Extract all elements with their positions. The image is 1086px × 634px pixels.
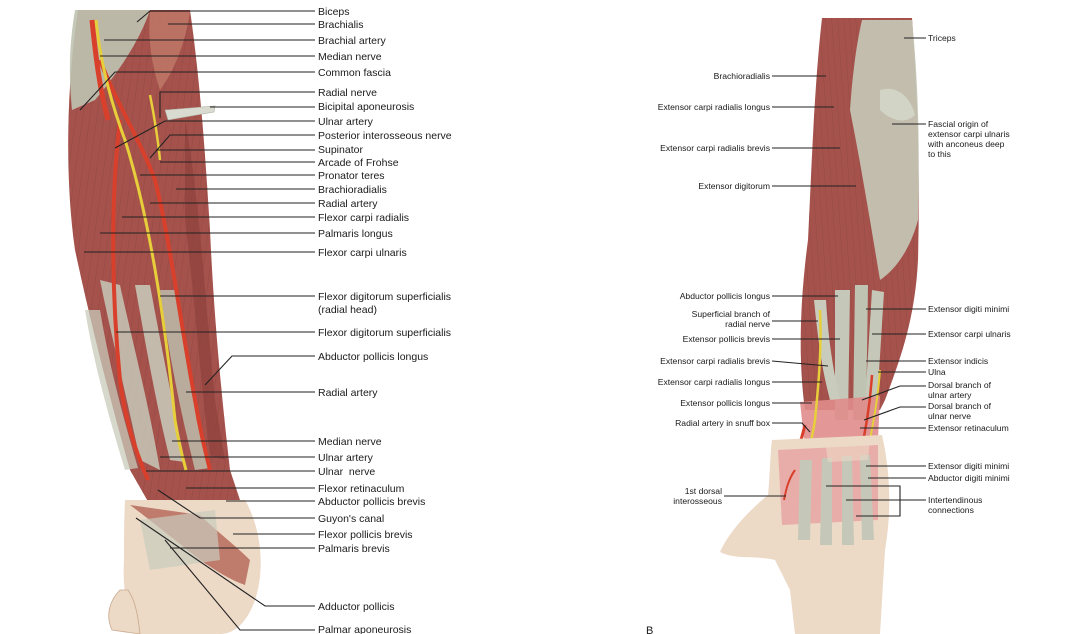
label-extensor-retinaculum: Extensor retinaculum (928, 423, 1009, 433)
label-palmaris-brevis: Palmaris brevis (318, 543, 390, 555)
label-radial-artery-distal: Radial artery (318, 387, 378, 399)
panel-b-labels: Triceps Brachioradialis Extensor carpi r… (646, 33, 1011, 634)
label-guyons-canal: Guyon's canal (318, 513, 384, 525)
label-ecrb-distal: Extensor carpi radialis brevis (660, 356, 770, 366)
panel-a-labels: Biceps Brachialis Brachial artery Median… (318, 6, 452, 634)
label-adductor-pollicis: Adductor pollicis (318, 601, 394, 613)
panel-b-illustration (720, 18, 919, 634)
label-superficial-radial-2: radial nerve (725, 319, 770, 329)
fascial-origin-region (850, 20, 919, 280)
label-flexor-retinaculum: Flexor retinaculum (318, 483, 405, 495)
label-ulnar-artery: Ulnar artery (318, 116, 374, 128)
label-ecu: Extensor carpi ulnaris (928, 329, 1011, 339)
label-common-fascia: Common fascia (318, 67, 391, 79)
radial-artery-a (98, 59, 212, 471)
label-superficial-radial-1: Superficial branch of (692, 309, 771, 319)
label-epl: Extensor pollicis longus (680, 398, 770, 408)
label-ulnar-artery-distal: Ulnar artery (318, 452, 374, 464)
label-brachioradialis: Brachioradialis (318, 184, 387, 196)
label-abductor-pollicis-longus: Abductor pollicis longus (318, 351, 428, 363)
label-dorsal-ulnar-artery-2: ulnar artery (928, 390, 972, 400)
label-dorsal-ulnar-nerve-1: Dorsal branch of (928, 401, 992, 411)
label-fds: Flexor digitorum superficialis (318, 327, 451, 339)
label-abductor-digiti-minimi: Abductor digiti minimi (928, 473, 1010, 483)
label-radial-artery: Radial artery (318, 198, 378, 210)
label-brachioradialis-b: Brachioradialis (714, 71, 770, 81)
label-extensor-digitorum: Extensor digitorum (698, 181, 770, 191)
label-ecrl-distal: Extensor carpi radialis longus (658, 377, 770, 387)
label-extensor-indicis: Extensor indicis (928, 356, 988, 366)
label-radial-artery-snuffbox: Radial artery in snuff box (675, 418, 771, 428)
label-edm-distal: Extensor digiti minimi (928, 461, 1009, 471)
label-palmar-aponeurosis: Palmar aponeurosis (318, 624, 411, 634)
label-supinator: Supinator (318, 144, 363, 156)
biceps-tendon-region (69, 10, 150, 110)
label-abductor-pollicis-brevis: Abductor pollicis brevis (318, 496, 425, 508)
label-bicipital-aponeurosis: Bicipital aponeurosis (318, 101, 414, 113)
label-radial-nerve: Radial nerve (318, 87, 377, 99)
label-apl-b: Abductor pollicis longus (680, 291, 770, 301)
panel-a-leaders (79, 10, 315, 631)
label-flexor-pollicis-brevis: Flexor pollicis brevis (318, 529, 413, 541)
label-ulna: Ulna (928, 367, 946, 377)
label-pronator-teres: Pronator teres (318, 170, 385, 182)
label-median-nerve: Median nerve (318, 51, 382, 63)
label-triceps: Triceps (928, 33, 956, 43)
label-fascial-origin-2: extensor carpi ulnaris (928, 129, 1010, 139)
label-flexor-carpi-ulnaris: Flexor carpi ulnaris (318, 247, 407, 259)
label-intertendinous-2: connections (928, 505, 974, 515)
label-first-dorsal-interosseous-1: 1st dorsal (685, 486, 722, 496)
label-epb: Extensor pollicis brevis (683, 334, 770, 344)
label-fascial-origin-1: Fascial origin of (928, 119, 989, 129)
label-biceps: Biceps (318, 6, 350, 18)
label-median-nerve-distal: Median nerve (318, 436, 382, 448)
label-brachial-artery: Brachial artery (318, 35, 386, 47)
label-dorsal-ulnar-artery-1: Dorsal branch of (928, 380, 992, 390)
label-fds-radial-head-note: (radial head) (318, 304, 377, 316)
label-posterior-interosseous-nerve: Posterior interosseous nerve (318, 130, 452, 142)
label-ecrb: Extensor carpi radialis brevis (660, 143, 770, 153)
label-arcade-of-frohse: Arcade of Frohse (318, 157, 399, 169)
label-first-dorsal-interosseous-2: interosseous (673, 496, 722, 506)
label-fascial-origin-4: to this (928, 149, 951, 159)
label-ecrl: Extensor carpi radialis longus (658, 102, 770, 112)
label-palmaris-longus: Palmaris longus (318, 228, 393, 240)
ulnar-artery-a (111, 119, 150, 481)
label-fds-radial-head: Flexor digitorum superficialis (318, 291, 451, 303)
panel-b-leaders (724, 37, 926, 517)
label-ulnar-nerve: Ulnar nerve (318, 466, 375, 478)
label-brachialis: Brachialis (318, 19, 364, 31)
label-intertendinous-1: Intertendinous (928, 495, 982, 505)
panel-letter-b: B (646, 625, 653, 634)
label-flexor-carpi-radialis: Flexor carpi radialis (318, 212, 409, 224)
label-dorsal-ulnar-nerve-2: ulnar nerve (928, 411, 971, 421)
extensor-retinaculum-b (800, 396, 880, 448)
label-edm: Extensor digiti minimi (928, 304, 1009, 314)
label-fascial-origin-3: with anconeus deep (927, 139, 1005, 149)
extensor-tendons (835, 290, 850, 420)
panel-a-illustration (68, 10, 261, 634)
